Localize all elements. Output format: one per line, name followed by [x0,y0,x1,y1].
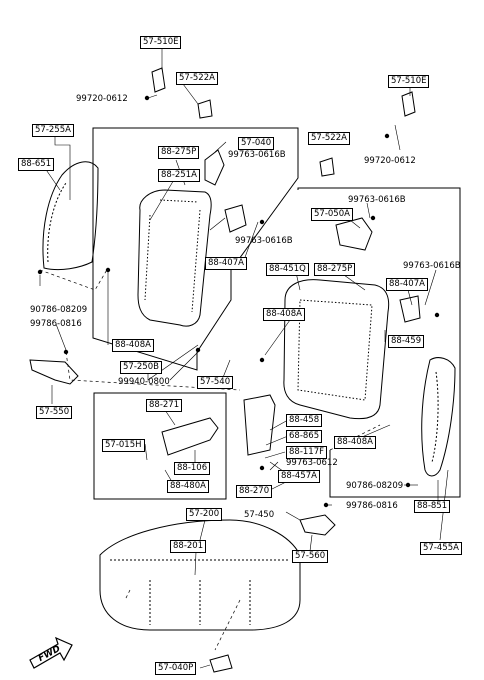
label-57-250B: 57-250B [120,361,162,374]
label-57-450: 57-450 [244,510,275,520]
bolt-icon [105,267,111,273]
label-99786-0816-right: 99786-0816 [346,501,398,511]
seatback-frame-outline [92,127,299,371]
bracket-57-550 [29,359,79,385]
label-88-201: 88-201 [170,540,207,553]
clip-57-510E-left [151,67,166,93]
bolt-icon [195,347,201,353]
label-88-106: 88-106 [174,462,211,475]
label-88-275P-a: 88-275P [158,146,200,159]
label-99763-0616B-c: 99763-0616B [348,195,406,205]
bolt-icon [434,312,440,318]
label-88-407A-a: 88-407A [205,257,247,270]
label-88-117F: 88-117F [286,446,327,459]
label-99786-0816-left: 99786-0816 [30,319,82,329]
label-88-275P-b: 88-275P [314,263,356,276]
hinge-bracket-57-560 [299,514,336,536]
right-seatback-frame-outline [297,187,461,498]
label-68-865: 68-865 [286,430,323,443]
label-88-408A-c: 88-408A [334,436,376,449]
clip-57-510E-right [401,91,416,117]
label-57-510E-right: 57-510E [388,75,430,88]
label-88-458: 88-458 [286,414,323,427]
fwd-arrow-outline [29,636,73,669]
bolt-icon [259,465,265,471]
label-88-408A-a: 88-408A [263,308,305,321]
label-88-271: 88-271 [146,399,183,412]
left-seat-trim [42,161,99,271]
bolt-icon [323,502,329,508]
label-88-251A: 88-251A [158,169,200,182]
bolt-icon [144,95,150,101]
label-88-451Q: 88-451Q [266,263,309,276]
label-57-200: 57-200 [186,508,223,521]
label-88-459: 88-459 [388,335,425,348]
label-99763-0612: 99763-0612 [286,458,338,468]
label-99940-0800: 99940-0800 [118,377,170,387]
right-seatback-cushion [283,279,390,420]
label-57-560: 57-560 [292,550,329,563]
bracket-group-frame [93,392,227,500]
clip-57-522A-right [319,157,335,177]
label-88-270: 88-270 [236,485,273,498]
bolt-icon [370,215,376,221]
latch-88-407A-right [399,295,421,323]
hinge-bracket-88-106 [161,417,219,456]
handle-57-040P [209,654,233,673]
right-seat-trim [421,357,456,477]
label-57-510E-left: 57-510E [140,36,182,49]
bolt-icon [405,482,411,488]
hook-57-040 [204,149,225,186]
label-88-408A-b: 88-408A [112,339,154,352]
label-88-407A-b: 88-407A [386,278,428,291]
label-88-651: 88-651 [18,158,55,171]
label-57-455A: 57-455A [420,542,462,555]
bolt-icon [259,219,265,225]
label-57-050A: 57-050A [311,208,353,221]
label-57-040: 57-040 [238,137,275,150]
label-99720-0612-left: 99720-0612 [76,94,128,104]
label-88-457A: 88-457A [278,470,320,483]
label-90786-08209-left: 90786-08209 [30,305,88,315]
left-seatback-cushion [137,189,212,327]
bolt-icon [384,133,390,139]
label-57-522A-right: 57-522A [308,132,350,145]
label-90786-08209-right: 90786-08209 [346,481,404,491]
label-57-040P: 57-040P [155,662,197,675]
label-57-540: 57-540 [197,376,234,389]
latch-88-407A [224,204,247,233]
label-88-480A: 88-480A [167,480,209,493]
label-88-851: 88-851 [414,500,451,513]
label-99720-0612-right: 99720-0612 [364,156,416,166]
label-99763-0616B-d: 99763-0616B [403,261,461,271]
label-99763-0616B-a: 99763-0616B [228,150,286,160]
bolt-icon [63,349,69,355]
bolt-icon [37,269,43,275]
hook-57-050A [335,217,373,251]
label-57-522A-left: 57-522A [176,72,218,85]
label-99763-0616B-b: 99763-0616B [235,236,293,246]
armrest-panel [243,394,276,456]
label-57-550: 57-550 [36,406,73,419]
label-57-015H: 57-015H [102,439,145,452]
bolt-icon [259,357,265,363]
label-57-255A: 57-255A [32,124,74,137]
clip-57-522A-left [197,99,213,119]
